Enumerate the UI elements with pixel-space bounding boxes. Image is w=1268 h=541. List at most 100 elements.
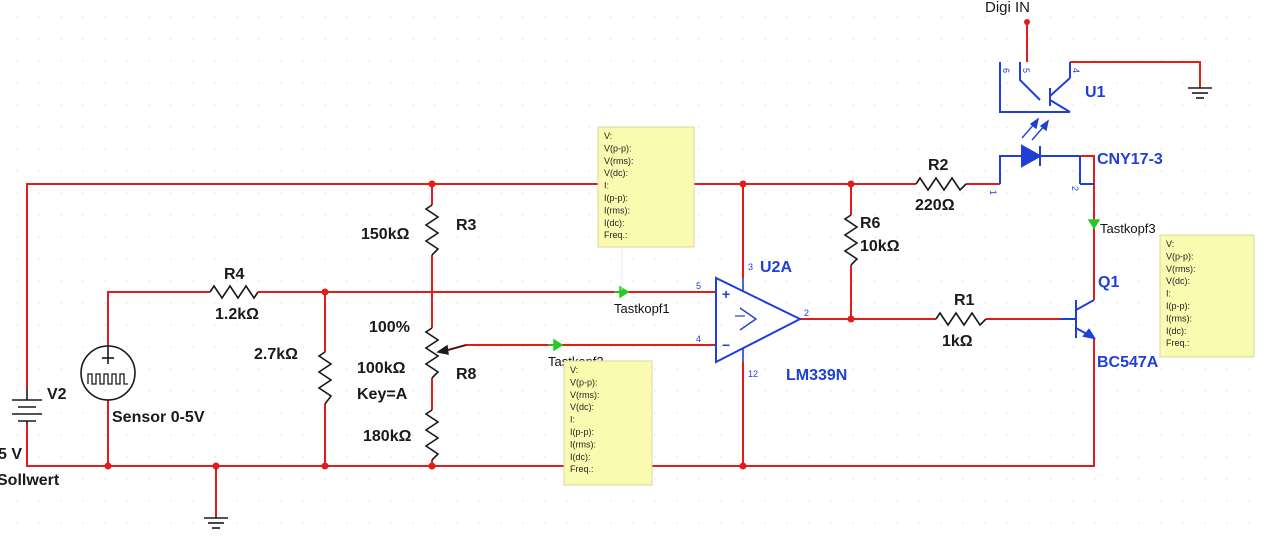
probe-box-3[interactable]: V:V(p-p):V(rms):V(dc):I:I(p-p):I(rms):I(… — [1159, 234, 1255, 358]
wire-top-rail[interactable] — [26, 183, 916, 388]
pin-u1-4: 4 — [1071, 68, 1081, 73]
wire-u1-gnd[interactable] — [1070, 61, 1201, 88]
junction-dot — [212, 462, 220, 470]
label-u1-part: CNY17-3 — [1097, 151, 1163, 168]
resistor-r4[interactable] — [209, 284, 259, 300]
probe-field-label: I: — [604, 181, 609, 191]
probe-field-label: V(dc): — [570, 402, 594, 412]
pin-u2a-minus: 4 — [696, 334, 701, 344]
probe-field-label: I(rms): — [570, 439, 596, 449]
probe-field-label: I(p-p): — [570, 427, 594, 437]
transistor-q1[interactable] — [1060, 299, 1097, 340]
label-r2-ref: R2 — [928, 157, 949, 174]
sensor-source[interactable] — [80, 345, 136, 401]
probe-field-label: I: — [570, 415, 575, 425]
pin-u1-2: 2 — [1070, 186, 1080, 191]
probe-field-label: V: — [570, 365, 578, 375]
resistor-180k[interactable] — [424, 409, 440, 461]
light-emission-arrows — [1021, 117, 1050, 141]
probe-box-2[interactable]: V: V(p-p): V(rms): V(dc): I: I(p-p): I(rms): I(… — [563, 360, 653, 486]
resistor-r3[interactable] — [424, 204, 440, 256]
pin-u2a-out: 2 — [804, 308, 809, 318]
optocoupler-transistor[interactable] — [999, 62, 1071, 113]
probe-field-label: Freq.: — [570, 464, 594, 474]
label-r8-key: Key=A — [357, 386, 408, 403]
potentiometer-wiper-arrow — [436, 344, 467, 355]
pin-u1-6: 6 — [1001, 68, 1011, 73]
probe-field-label: I(dc): — [570, 452, 591, 462]
probe-label-1: Tastkopf1 — [614, 301, 670, 316]
label-v2-value: 5 V — [0, 446, 22, 463]
label-r4-ref: R4 — [224, 266, 245, 283]
probe-field-label: V(p-p): — [604, 143, 632, 153]
probe-field-label: V: — [604, 131, 612, 141]
svg-text:−: − — [722, 337, 730, 353]
probe-field-label: Freq.: — [604, 230, 628, 240]
pin-u1-5: 5 — [1021, 68, 1031, 73]
junction-dot — [428, 180, 436, 188]
junction-dot — [847, 315, 855, 323]
label-2k7-value: 2.7kΩ — [254, 346, 298, 363]
probe-field-label: V(rms): — [570, 390, 600, 400]
probe-field-label: I(dc): — [1166, 326, 1187, 336]
probe-box-1[interactable]: V:V(p-p):V(rms):V(dc):I:I(p-p):I(rms):I(… — [597, 126, 695, 248]
probe-field-label: V(rms): — [604, 156, 634, 166]
junction-dot — [739, 180, 747, 188]
probe-field-label: I: — [1166, 289, 1171, 299]
label-r1-value: 1kΩ — [942, 333, 973, 350]
probe-field-label: V(rms): — [1166, 264, 1196, 274]
probe-field-label: I(rms): — [604, 205, 630, 215]
label-sensor: Sensor 0-5V — [112, 409, 205, 426]
label-u1-ref: U1 — [1085, 84, 1106, 101]
label-r8-ref: R8 — [456, 366, 477, 383]
wire-led-out[interactable] — [1080, 155, 1095, 230]
label-q1-ref: Q1 — [1098, 274, 1119, 291]
label-u2a-part: LM339N — [786, 367, 847, 384]
wire-sensor-top[interactable] — [107, 291, 210, 346]
pin-u1-1: 1 — [988, 190, 998, 195]
ground-symbol-bottom — [204, 517, 228, 529]
ground-symbol-top — [1188, 87, 1212, 99]
label-digi-in: Digi IN — [985, 0, 1030, 16]
junction-dot — [321, 288, 329, 296]
probe-label-3: Tastkopf3 — [1100, 221, 1156, 236]
optocoupler-led[interactable] — [999, 144, 1094, 185]
label-u2a-ref: U2A — [760, 259, 792, 276]
probe-field-label: I(rms): — [1166, 313, 1192, 323]
label-r6-ref: R6 — [860, 215, 881, 232]
label-r3-value: 150kΩ — [361, 226, 410, 243]
potentiometer-r8[interactable] — [424, 327, 440, 379]
pin-u2a-gnd: 12 — [748, 369, 758, 379]
pin-u2a-plus: 5 — [696, 281, 701, 291]
pin-u2a-vcc: 3 — [748, 262, 753, 272]
label-r1-ref: R1 — [954, 292, 975, 309]
probe-field-label: V(dc): — [1166, 276, 1190, 286]
junction-dot — [847, 180, 855, 188]
wire-wiper[interactable] — [447, 344, 716, 351]
label-r8-percent: 100% — [369, 319, 410, 336]
resistor-2k7[interactable] — [317, 351, 333, 405]
labels: R3 150kΩ R4 1.2kΩ 2.7kΩ 100% 100kΩ Key=A… — [0, 0, 1163, 489]
label-q1-part: BC547A — [1097, 354, 1159, 371]
resistor-r2[interactable] — [915, 176, 967, 192]
probe-field-label: I(dc): — [604, 218, 625, 228]
resistor-r1[interactable] — [935, 311, 987, 327]
opamp-u2a[interactable]: + − — [715, 276, 803, 364]
junction-dot — [104, 462, 112, 470]
probe-field-label: V(p-p): — [1166, 251, 1194, 261]
label-r4-value: 1.2kΩ — [215, 306, 259, 323]
junctions — [104, 19, 1030, 470]
probe-field-label: V(p-p): — [570, 377, 598, 387]
svg-text:+: + — [722, 286, 730, 302]
label-r6-value: 10kΩ — [860, 238, 900, 255]
probe-field-label: I(p-p): — [604, 193, 628, 203]
label-v2-name: Sollwert — [0, 472, 60, 489]
resistor-r6[interactable] — [843, 214, 859, 266]
label-v2-ref: V2 — [47, 386, 67, 403]
junction-dot — [428, 462, 436, 470]
wire-bottom-rail[interactable] — [26, 338, 1095, 467]
battery-v2[interactable] — [12, 388, 42, 425]
label-r2-value: 220Ω — [915, 197, 955, 214]
label-180k-value: 180kΩ — [363, 428, 412, 445]
